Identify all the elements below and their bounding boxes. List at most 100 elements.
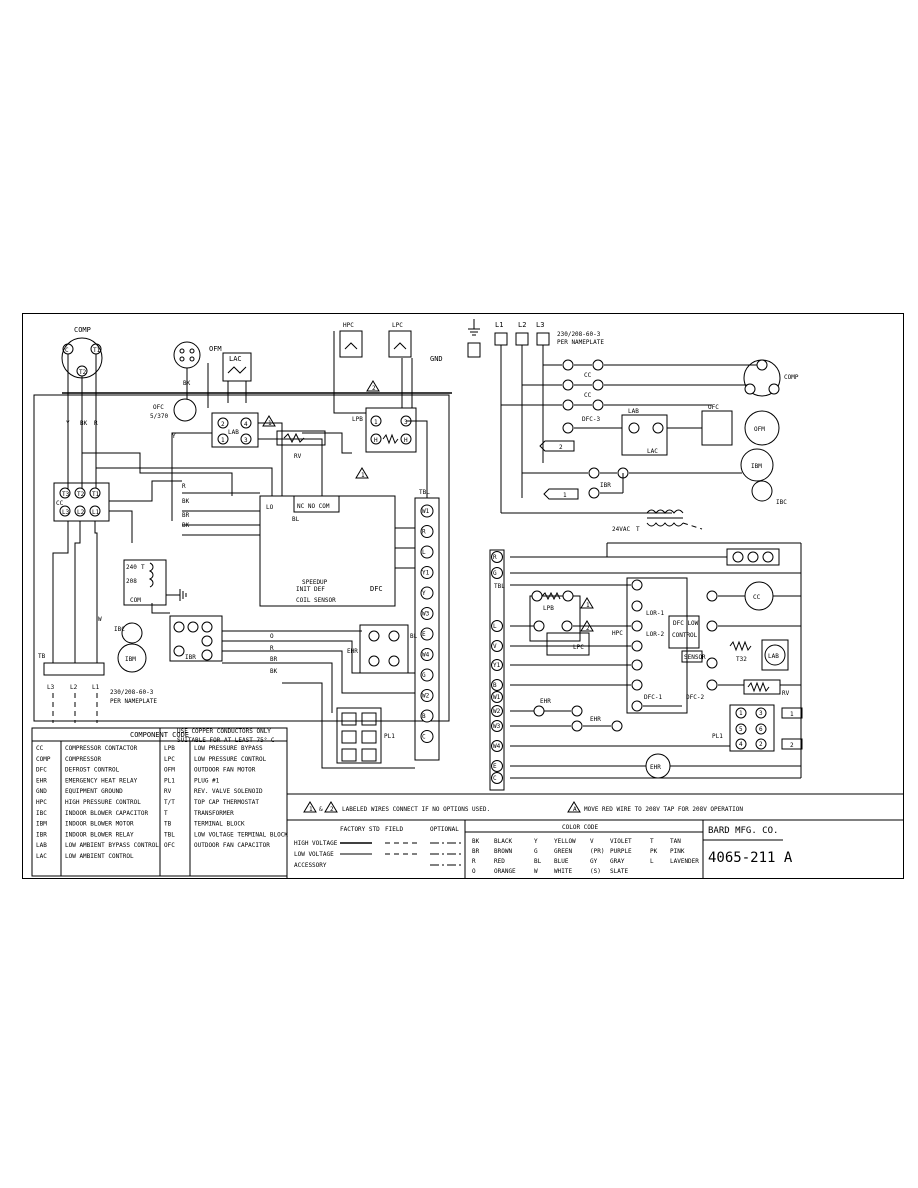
component-code-desc: LOW PRESSURE BYPASS [194,745,263,752]
plug-terminal [755,738,767,750]
svg-text:T1: T1 [92,491,100,498]
component-code-abbr: DFC [36,767,47,774]
tbl-right-terminal [491,705,503,717]
ibm-ladder-label: IBM [751,463,762,470]
defrost-control-board: NC NO COM SPEEDUP INIT DEF DFC COIL SENS… [259,495,396,607]
ladder-l3: L3 [536,321,544,329]
plug-terminal-label: 1 [739,710,743,717]
color-code-name: SLATE [610,868,628,875]
terminal-block: TB L3 L2 L1 230/208-60-3 PER NAMEPLATE [38,653,157,723]
svg-text:3: 3 [244,437,248,444]
ehr-ladder-label-2: EHR [590,716,601,723]
low-pressure-bypass: LPB 1 3 H H 1 [352,407,417,479]
plug-terminal [735,738,747,750]
tbl-left-terminal [420,504,434,518]
svg-text:2: 2 [372,385,376,392]
plug-terminal-label: 5 [739,726,743,733]
tbl-left-terminal-label: W3 [422,611,430,618]
wire-color-label: Y [66,420,70,427]
tbl-left-terminal [420,648,434,661]
component-code-abbr: LAC [36,853,47,860]
cc-label: CC [56,500,64,507]
tbl-right-terminal-label: L [493,623,497,630]
color-code-abbr: Y [534,838,538,845]
svg-text:A: A [573,806,577,813]
legend-col-field: FIELD [385,826,403,833]
tap-208: 208 [126,578,137,585]
pl1-ladder-label: PL1 [712,733,723,740]
color-code-name: ORANGE [494,868,516,875]
svg-text:4: 4 [244,421,248,428]
svg-text:2: 2 [790,742,794,749]
component-code-abbr: LPC [164,756,175,763]
red-wire-note: MOVE RED WIRE TO 208V TAP FOR 208V OPERA… [584,806,743,813]
color-code-abbr: W [534,868,538,875]
component-code-desc: COMPRESSOR CONTACTOR [65,745,138,752]
component-code-abbr: TB [164,821,172,828]
svg-text:1: 1 [563,492,567,499]
tap-com: COM [130,597,141,604]
component-code-desc: PLUG #1 [194,777,220,784]
lab-label: LAB [228,429,239,436]
hpc-label: HPC [343,322,354,329]
color-code-abbr: V [590,838,594,845]
tbl-left-terminal-label: C [422,734,426,741]
wire-color-label: R [270,645,274,652]
color-code-name: BLUE [554,858,569,865]
wire-color-label: BK [183,380,191,387]
pictorial-diagram: C T1 T2 COMP OFM OFC 5/370 LAC [33,322,452,769]
color-code-abbr: G [534,848,538,855]
wire-color-label: O [270,633,274,640]
ehr-coil-label: EHR [650,764,661,771]
ofc-ladder-label: OFC [708,404,719,411]
component-code-desc: LOW VOLTAGE TERMINAL BLOCK [194,831,288,838]
lac-label: LAC [229,355,242,363]
component-code-abbr: LPB [164,745,175,752]
tbl-right-terminal-label: W3 [493,723,501,730]
tbl-right-terminal-label: V [493,643,497,650]
color-code-abbr: T [650,838,654,845]
lor2-label: LOR-2 [646,631,664,638]
plug-terminal [735,707,747,719]
color-code-abbr: BL [534,858,542,865]
tb-l1: L1 [92,684,100,691]
wire-color-label: BK [270,668,278,675]
component-code-abbr: T/T [164,799,175,806]
component-code-abbr: T [164,810,168,817]
svg-text:T1: T1 [93,347,101,354]
svg-text:2: 2 [586,625,590,632]
legend-col-factory: FACTORY STD [340,826,380,833]
ladder-line-voltage: L1 L2 L3 230/208-60-3 PER NAMEPLATE CC C… [467,319,799,514]
reversing-valve: RV [276,430,326,460]
component-code-abbr: HPC [36,799,47,806]
tbl-left-terminal-label: W2 [422,693,430,700]
svg-text:1: 1 [790,711,794,718]
component-code-abbr: TBL [164,831,175,838]
component-code-desc: EQUIPMENT GROUND [65,788,123,795]
svg-text:T2: T2 [79,369,87,376]
sensor-label: SENSOR [684,654,706,661]
color-code-title: COLOR CODE [562,824,599,831]
rv-label: RV [294,453,302,460]
svg-text:2: 2 [221,421,225,428]
color-code-name: PINK [670,848,685,855]
color-code-abbr: (S) [590,868,601,875]
wire-color-label: R [182,483,186,490]
indoor-blower: IBC IBM [114,622,147,673]
component-code-desc: DEFROST CONTROL [65,767,120,774]
legend-row-high: HIGH VOLTAGE [294,840,338,847]
tbl-right-terminal-label: W4 [493,743,501,750]
component-code-desc: TRANSFORMER [194,810,234,817]
wire-color-label: BL [292,516,300,523]
plug-terminal-label: 2 [759,741,763,748]
tbl-right-terminal [491,740,503,752]
plug-terminal-label: 4 [739,741,743,748]
component-code-desc: COMPRESSOR [65,756,102,763]
tbl-left-terminal [420,586,434,600]
dfc-coil-sensor: COIL SENSOR [296,597,336,604]
component-code-title: COMPONENT CODE [130,731,189,739]
tbl-right-terminal [491,772,503,784]
